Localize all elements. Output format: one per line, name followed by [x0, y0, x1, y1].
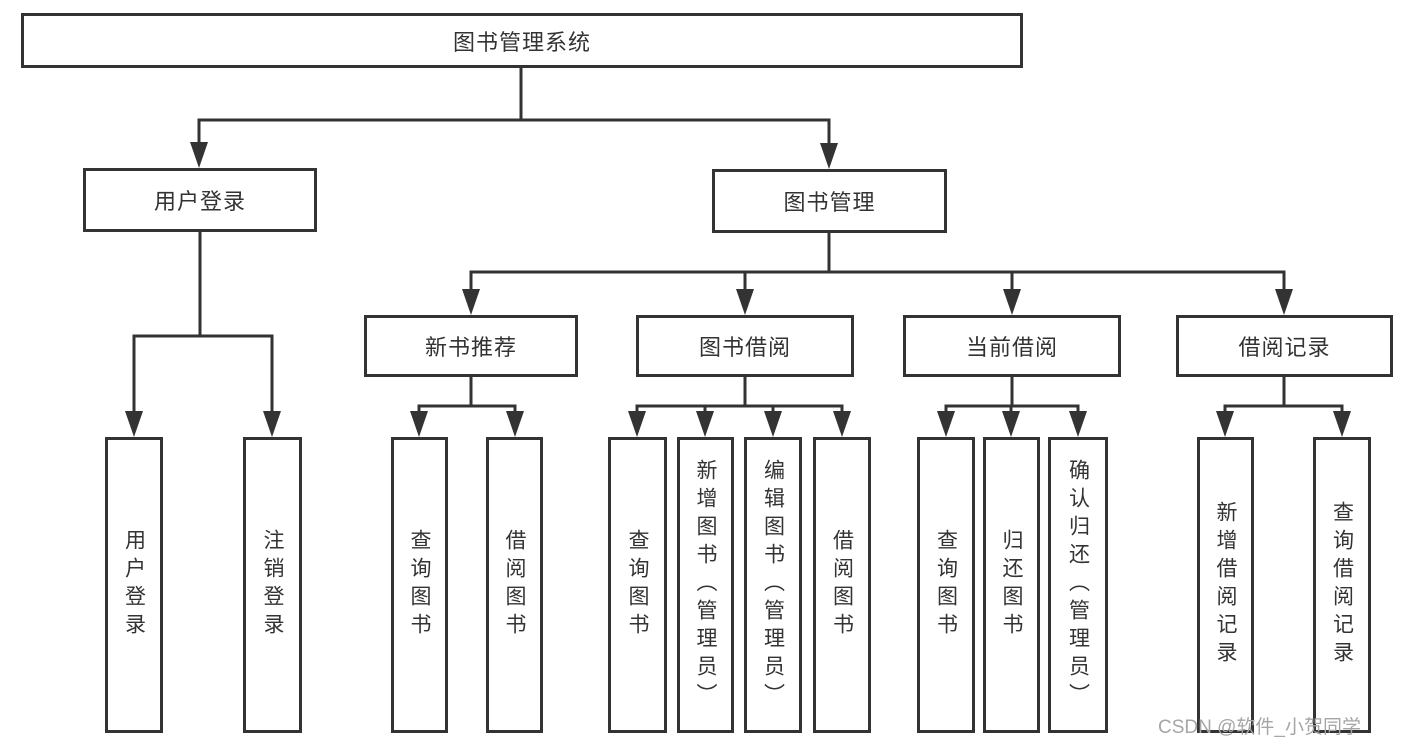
node-new-book-recommend: 新书推荐 — [364, 315, 578, 377]
watermark: CSDN @软件_小贺同学 — [1158, 717, 1361, 738]
node-root: 图书管理系统 — [21, 13, 1023, 68]
node-user-login: 用户登录 — [83, 168, 317, 232]
leaf-records-add-record: 新增借阅记录 — [1197, 437, 1254, 733]
leaf-records-query-record: 查询借阅记录 — [1313, 437, 1371, 733]
leaf-current-confirm-return-admin: 确认归还（管理员） — [1048, 437, 1108, 733]
node-borrowing-records: 借阅记录 — [1176, 315, 1393, 377]
leaf-recommend-borrow-books: 借阅图书 — [486, 437, 543, 733]
node-current-borrowing: 当前借阅 — [903, 315, 1121, 377]
leaf-borrowing-borrow-books: 借阅图书 — [813, 437, 871, 733]
leaf-borrowing-edit-books-admin: 编辑图书（管理员） — [744, 437, 802, 733]
leaf-recommend-query-books: 查询图书 — [391, 437, 448, 733]
leaf-logout: 注销登录 — [243, 437, 302, 733]
leaf-borrowing-add-books-admin: 新增图书（管理员） — [677, 437, 734, 733]
node-book-borrowing: 图书借阅 — [636, 315, 854, 377]
node-book-management: 图书管理 — [712, 169, 947, 233]
leaf-user-login: 用户登录 — [105, 437, 163, 733]
leaf-borrowing-query-books: 查询图书 — [608, 437, 667, 733]
leaf-current-return-books: 归还图书 — [983, 437, 1040, 733]
leaf-current-query-books: 查询图书 — [917, 437, 975, 733]
